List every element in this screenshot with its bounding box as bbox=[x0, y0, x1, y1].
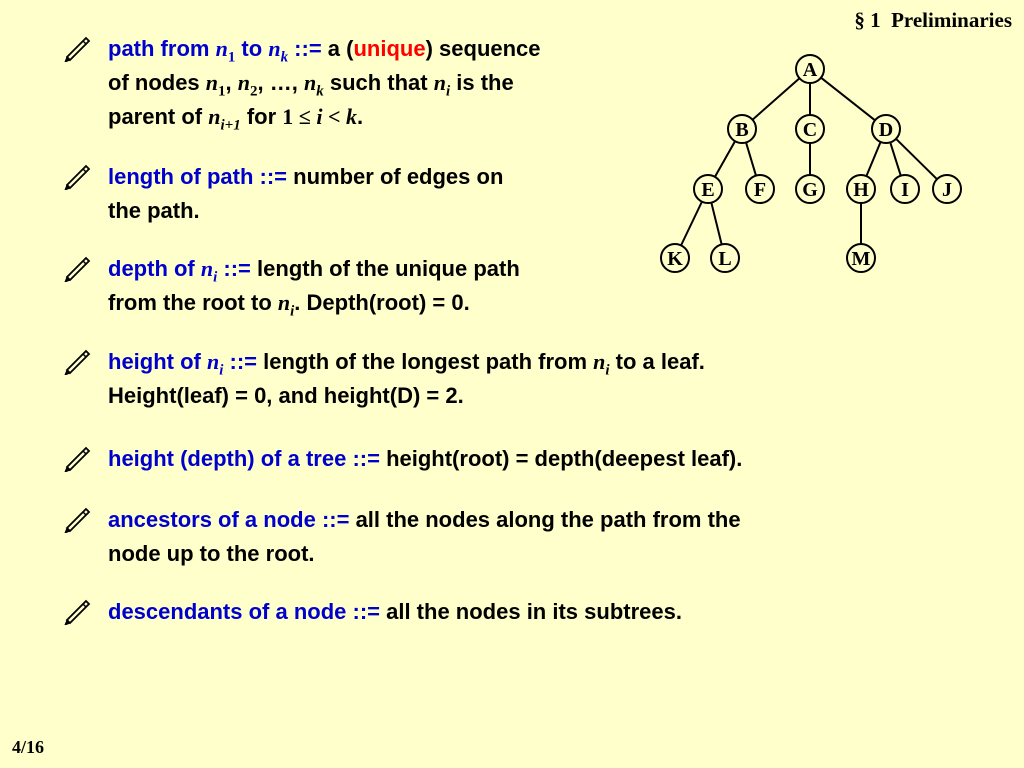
tree-diagram: A B C D E F G H I J K L M bbox=[660, 54, 962, 273]
tree-node-M: M bbox=[846, 243, 876, 273]
highlight-unique: unique bbox=[353, 36, 426, 61]
term-length: length of path ::= bbox=[108, 164, 294, 189]
term-tree-height: height (depth) of a tree ::= bbox=[108, 446, 387, 471]
tree-node-K: K bbox=[660, 243, 690, 273]
tree-node-label: J bbox=[942, 179, 952, 201]
tree-node-label: C bbox=[803, 119, 817, 141]
pencil-icon bbox=[64, 164, 91, 190]
tree-node-D: D bbox=[871, 114, 901, 144]
section-sign: § bbox=[854, 8, 865, 32]
tree-node-H: H bbox=[846, 174, 876, 204]
pencil-icon bbox=[64, 36, 91, 62]
tree-node-L: L bbox=[710, 243, 740, 273]
definition-path: path from n1 to nk ::= a (unique) sequen… bbox=[62, 32, 541, 134]
definition-length: length of path ::= number of edges on th… bbox=[62, 160, 503, 228]
tree-node-I: I bbox=[890, 174, 920, 204]
tree-node-C: C bbox=[795, 114, 825, 144]
tree-node-label: B bbox=[735, 119, 748, 141]
tree-node-label: H bbox=[853, 179, 869, 201]
tree-edge-D-J bbox=[895, 138, 938, 180]
tree-edge-E-L bbox=[710, 202, 723, 245]
tree-edge-B-F bbox=[745, 142, 757, 176]
pencil-icon bbox=[64, 599, 91, 625]
tree-edge-B-E bbox=[714, 140, 736, 178]
definition-height: height of ni ::= length of the longest p… bbox=[62, 345, 705, 413]
tree-node-E: E bbox=[693, 174, 723, 204]
tree-edge-D-H bbox=[865, 141, 882, 177]
pencil-icon bbox=[64, 349, 91, 375]
tree-edge-A-B bbox=[751, 77, 801, 121]
tree-node-label: E bbox=[701, 179, 714, 201]
pencil-icon bbox=[64, 507, 91, 533]
section-title: Preliminaries bbox=[891, 8, 1012, 32]
tree-edge-A-D bbox=[820, 76, 876, 122]
term-descendants: descendants of a node ::= bbox=[108, 599, 387, 624]
pencil-icon bbox=[64, 256, 91, 282]
page-number: 4/16 bbox=[12, 737, 45, 757]
definition-descendants: descendants of a node ::= all the nodes … bbox=[62, 595, 682, 629]
tree-node-A: A bbox=[795, 54, 825, 84]
tree-node-label: I bbox=[901, 179, 909, 201]
section-number: 1 bbox=[870, 8, 881, 32]
tree-node-F: F bbox=[745, 174, 775, 204]
section-header: § 1 Preliminaries bbox=[854, 8, 1012, 33]
tree-node-label: K bbox=[667, 248, 683, 270]
tree-node-B: B bbox=[727, 114, 757, 144]
tree-node-label: M bbox=[852, 248, 871, 270]
tree-edge-E-K bbox=[680, 201, 703, 246]
tree-node-J: J bbox=[932, 174, 962, 204]
tree-node-label: L bbox=[718, 248, 731, 270]
tree-node-label: A bbox=[803, 59, 818, 81]
term-path: path from n1 to nk ::= bbox=[108, 36, 328, 66]
pencil-icon bbox=[64, 446, 91, 472]
tree-edge-D-I bbox=[889, 142, 902, 176]
tree-node-label: D bbox=[879, 119, 893, 141]
term-ancestors: ancestors of a node ::= bbox=[108, 507, 356, 532]
tree-node-G: G bbox=[795, 174, 825, 204]
definition-depth: depth of ni ::= length of the unique pat… bbox=[62, 252, 520, 320]
term-depth: depth of ni ::= bbox=[108, 256, 258, 286]
term-height: height of ni ::= bbox=[108, 349, 264, 379]
definition-tree-height: height (depth) of a tree ::= height(root… bbox=[62, 442, 742, 476]
definition-ancestors: ancestors of a node ::= all the nodes al… bbox=[62, 503, 741, 571]
tree-node-label: F bbox=[754, 179, 766, 201]
tree-node-label: G bbox=[802, 179, 818, 201]
